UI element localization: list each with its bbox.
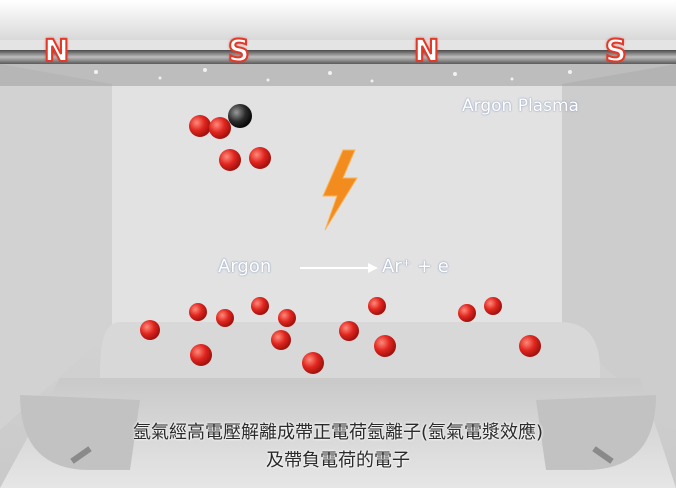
equation-products: Ar⁺ + e [382, 256, 449, 277]
argon-ion [374, 335, 396, 357]
lightning-spark-icon [322, 149, 358, 231]
left-roller [20, 395, 140, 470]
argon-ion [189, 303, 207, 321]
argon-ion [278, 309, 296, 327]
argon-ion [216, 309, 234, 327]
caption-line-2: 及帶負電荷的電子 [266, 450, 410, 471]
argon-ion [190, 344, 212, 366]
argon-ion [189, 115, 211, 137]
pole-label-n: N [43, 33, 70, 70]
right-roller-mark [592, 446, 614, 464]
floor [0, 378, 676, 488]
chamber-ceiling [0, 0, 676, 40]
sputter-sparkles [94, 68, 572, 83]
argon-ion [271, 330, 291, 350]
pole-label-n: N [413, 33, 440, 70]
argon-ion [302, 352, 324, 374]
pole-label-s: S [604, 33, 628, 70]
argon-ion [251, 297, 269, 315]
pole-label-s: S [227, 33, 251, 70]
argon-ion [368, 297, 386, 315]
argon-ion [219, 149, 241, 171]
electron [228, 104, 252, 128]
argon-ion [209, 117, 231, 139]
argon-plasma-label: Argon Plasma [462, 96, 579, 116]
argon-ion [339, 321, 359, 341]
argon-ion [140, 320, 160, 340]
left-roller-mark [70, 446, 92, 464]
argon-ion [458, 304, 476, 322]
left-wall [0, 64, 112, 430]
magnet-plate [0, 50, 676, 64]
argon-ion [519, 335, 541, 357]
argon-ion [484, 297, 502, 315]
caption-line-1: 氬氣經高電壓解離成帶正電荷氬離子(氬氣電漿效應) [132, 422, 544, 443]
argon-ion [249, 147, 271, 169]
substrate-tray [100, 322, 600, 378]
equation-reactant: Argon [218, 256, 272, 277]
right-roller [536, 395, 656, 470]
